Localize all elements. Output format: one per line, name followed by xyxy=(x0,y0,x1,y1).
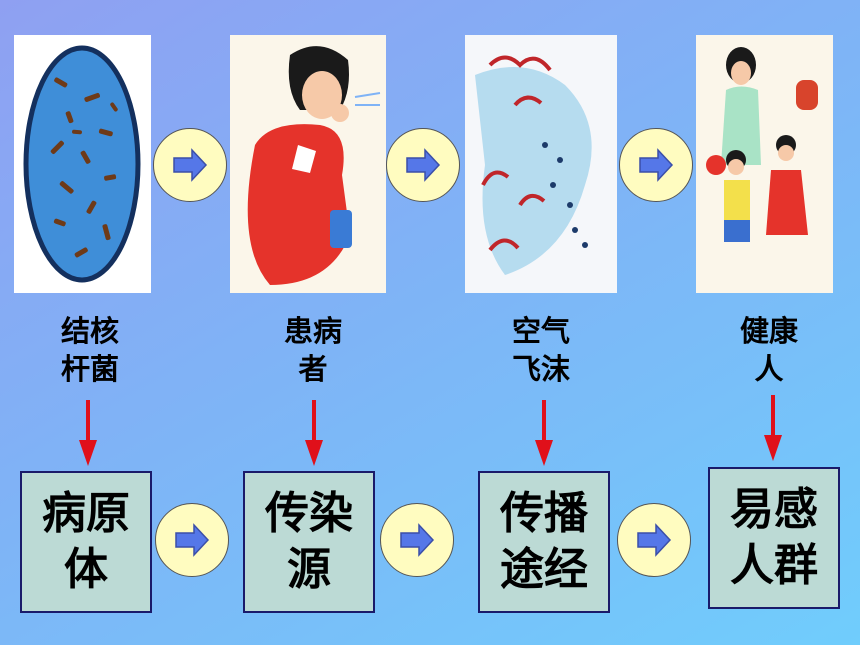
flow-arrow-icon xyxy=(617,503,691,577)
down-arrow-icon xyxy=(79,400,97,466)
bacteria-cell-picture xyxy=(14,35,151,293)
coughing-woman-picture xyxy=(230,35,386,293)
airborne-droplets-picture xyxy=(465,35,617,293)
caption-healthy-person: 健康人 xyxy=(739,314,798,386)
down-arrow-icon xyxy=(305,400,323,466)
concept-box-pathogen: 病原体 xyxy=(20,471,152,613)
caption-tubercle-bacillus: 结核杆菌 xyxy=(60,314,119,386)
flow-arrow-icon xyxy=(380,503,454,577)
down-arrow-icon xyxy=(764,395,782,461)
down-arrow-icon xyxy=(535,400,553,466)
flow-arrow-icon xyxy=(386,128,460,202)
concept-box-infection-source: 传染源 xyxy=(243,471,375,613)
caption-air-droplets: 空气飞沫 xyxy=(511,314,570,386)
flow-arrow-icon xyxy=(153,128,227,202)
caption-patient: 患病者 xyxy=(283,314,342,386)
concept-box-transmission-route: 传播途经 xyxy=(478,471,610,613)
concept-box-susceptible-population: 易感人群 xyxy=(708,467,840,609)
flow-arrow-icon xyxy=(619,128,693,202)
healthy-family-picture xyxy=(696,35,833,293)
flow-arrow-icon xyxy=(155,503,229,577)
